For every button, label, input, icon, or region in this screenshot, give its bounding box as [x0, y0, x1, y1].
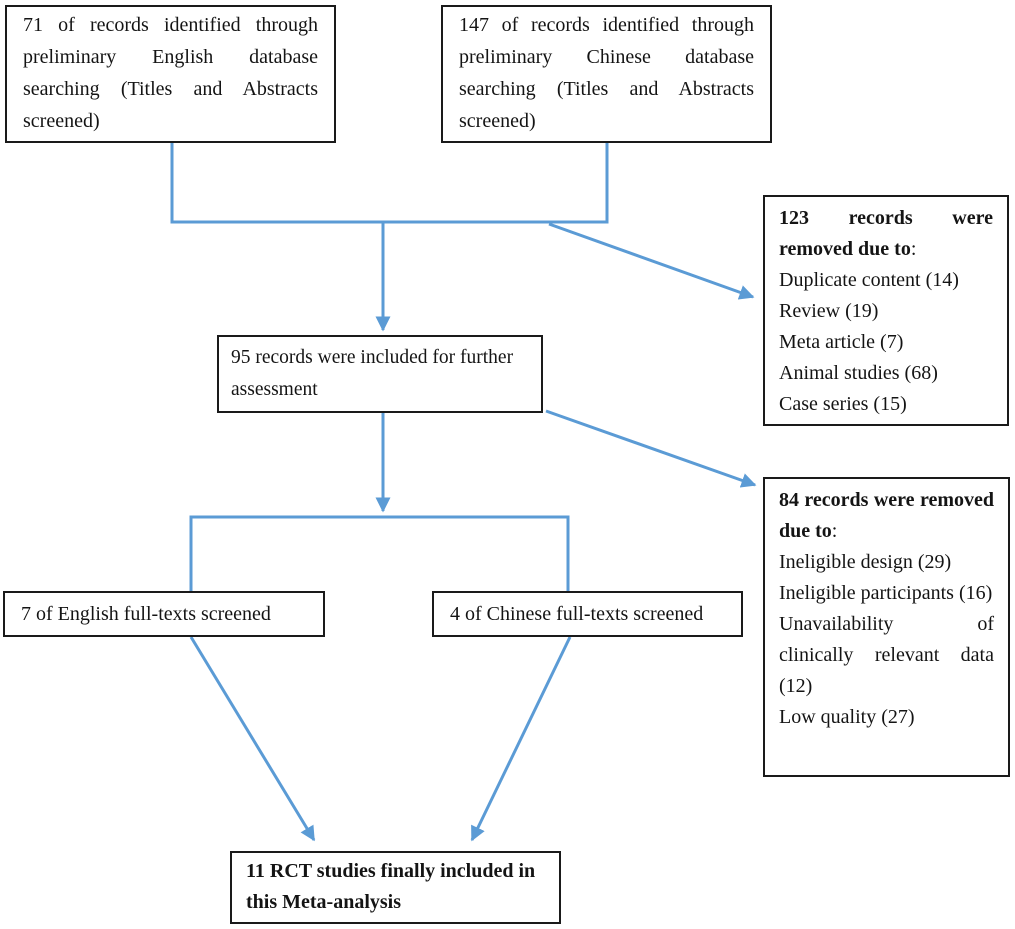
- flow-box-english-fulltexts-screened: 7 of English full-texts screened: [3, 591, 325, 637]
- chinese-records-identified-text: 147 of records identified through prelim…: [459, 14, 754, 132]
- flow-box-chinese-records-identified: 147 of records identified through prelim…: [441, 5, 772, 143]
- flow-box-final-included-studies: 11 RCT studies finally included in this …: [230, 851, 561, 924]
- flow-box-english-records-identified: 71 of records identified through prelimi…: [5, 5, 336, 143]
- records-removed-fulltext-heading: 84 records were removed due to:: [779, 485, 994, 547]
- removal-reason-item: Low quality (27): [779, 706, 915, 728]
- flow-box-records-removed-screening: 123 records were removed due to: Duplica…: [763, 195, 1009, 426]
- removal-reason-item: Case series (15): [779, 393, 907, 415]
- records-removed-screening-heading-colon: :: [910, 238, 917, 260]
- removal-reason-item: Ineligible participants (16): [779, 582, 993, 604]
- removal-reason-item: Meta article (7): [779, 331, 904, 353]
- final-included-studies-text: 11 RCT studies finally included in this …: [246, 860, 536, 913]
- records-removed-fulltext-heading-colon: :: [831, 520, 838, 542]
- english-records-identified-text: 71 of records identified through prelimi…: [23, 14, 318, 132]
- records-removed-fulltext-heading-text: 84 records were removed due to: [779, 489, 994, 542]
- removal-reason-item: Animal studies (68): [779, 362, 938, 384]
- removal-reason-item: Review (19): [779, 300, 879, 322]
- records-removed-screening-heading: 123 records were removed due to:: [779, 203, 993, 265]
- connector-chinese-to-final-arrow: [470, 636, 572, 842]
- flow-box-chinese-fulltexts-screened: 4 of Chinese full-texts screened: [432, 591, 743, 637]
- records-further-assessment-text: 95 records were included for further ass…: [231, 347, 514, 400]
- connector-english-to-final-arrow: [189, 636, 316, 842]
- connector-split-branches: [189, 515, 570, 591]
- flow-box-records-removed-fulltext: 84 records were removed due to: Ineligib…: [763, 477, 1010, 777]
- connector-assessment-to-removed2-arrow: [545, 409, 757, 488]
- records-removed-screening-heading-text: 123 records were removed due to: [779, 207, 993, 260]
- english-fulltexts-screened-text: 7 of English full-texts screened: [21, 603, 271, 625]
- removal-reason-item: Duplicate content (14): [779, 269, 959, 291]
- removal-reason-item: Unavailability of clinically relevant da…: [779, 613, 994, 697]
- connector-merge-to-removed1-arrow: [548, 222, 755, 300]
- chinese-fulltexts-screened-text: 4 of Chinese full-texts screened: [450, 603, 704, 625]
- flow-box-records-further-assessment: 95 records were included for further ass…: [217, 335, 543, 413]
- removal-reason-item: Ineligible design (29): [779, 551, 952, 573]
- connector-top-merge: [170, 143, 609, 224]
